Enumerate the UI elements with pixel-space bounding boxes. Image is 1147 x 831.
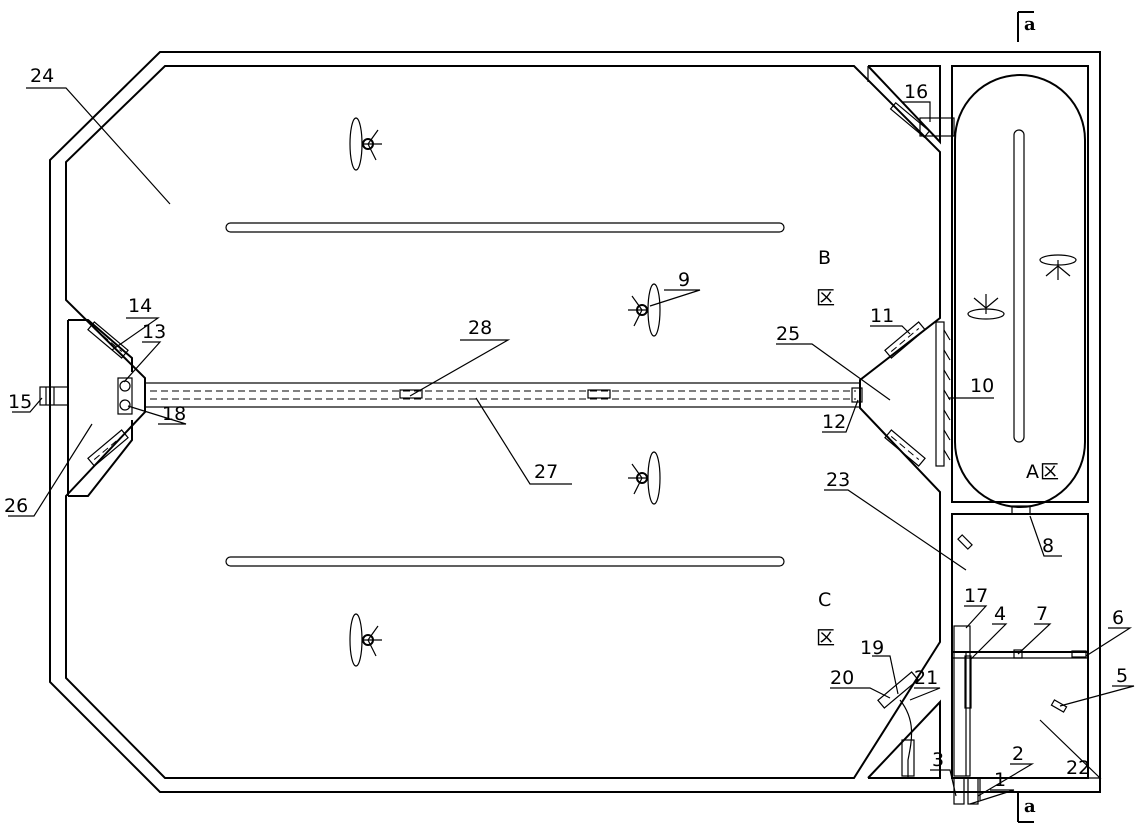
callout-11: 11 xyxy=(870,305,894,327)
section-mark-top: a xyxy=(1017,11,1036,42)
outlet-pipes-bottom xyxy=(953,777,981,805)
zone-b-qu: 区 xyxy=(816,287,835,309)
callout-4: 4 xyxy=(994,603,1006,625)
callout-7: 7 xyxy=(1036,603,1048,625)
sensor-23 xyxy=(957,534,973,550)
mixer-icon xyxy=(628,283,661,337)
zone-a-chamber xyxy=(951,65,1089,508)
pipe-16 xyxy=(919,117,955,137)
device-6 xyxy=(1071,650,1087,658)
central-channel xyxy=(144,382,863,408)
callout-14: 14 xyxy=(128,295,152,317)
callout-2: 2 xyxy=(1012,743,1024,765)
svg-text:a: a xyxy=(1024,14,1036,35)
zone-a-letter: A xyxy=(1026,461,1039,483)
left-inlet-chamber xyxy=(67,319,133,497)
svg-text:a: a xyxy=(1024,796,1036,817)
callout-18: 18 xyxy=(162,403,186,425)
mixer-icon xyxy=(628,451,661,505)
callout-22: 22 xyxy=(1066,757,1090,779)
callout-23: 23 xyxy=(826,469,850,491)
callout-10: 10 xyxy=(970,375,994,397)
device-4 xyxy=(964,655,972,709)
callout-9: 9 xyxy=(678,269,690,291)
zone-c-qu: 区 xyxy=(816,627,835,649)
callout-24: 24 xyxy=(30,65,54,87)
zone-b-letter: B xyxy=(818,247,831,269)
mixer-icon xyxy=(967,294,1005,320)
leader-lines xyxy=(8,87,1135,805)
top-right-small-chamber xyxy=(867,65,941,145)
callout-16: 16 xyxy=(904,81,928,103)
callout-8: 8 xyxy=(1042,535,1054,557)
callout-13: 13 xyxy=(142,321,166,343)
zone-c-letter: C xyxy=(818,589,831,611)
callout-12: 12 xyxy=(822,411,846,433)
callout-15: 15 xyxy=(8,391,32,413)
callout-26: 26 xyxy=(4,495,28,517)
callout-5: 5 xyxy=(1116,665,1128,687)
callout-1: 1 xyxy=(994,769,1006,791)
small-device-8 xyxy=(1011,505,1031,515)
inlet-pipe-15 xyxy=(39,386,69,406)
callout-25: 25 xyxy=(776,323,800,345)
callout-6: 6 xyxy=(1112,607,1124,629)
zone-c-right-chambers xyxy=(951,513,1089,779)
callout-19: 19 xyxy=(860,637,884,659)
sensor-5 xyxy=(1050,699,1068,713)
callout-labels: 24 14 13 15 18 26 28 27 9 11 25 12 10 16… xyxy=(4,65,1128,791)
mixer-icon xyxy=(1039,254,1077,280)
device-7 xyxy=(1013,649,1023,659)
callout-20: 20 xyxy=(830,667,854,689)
valves-13-18 xyxy=(117,377,133,415)
mixer-icon xyxy=(349,117,382,171)
callout-28: 28 xyxy=(468,317,492,339)
section-mark-bottom: a xyxy=(1017,792,1036,823)
diagonal-pipes xyxy=(87,101,931,709)
screen-grid xyxy=(935,321,951,467)
callout-21: 21 xyxy=(914,667,938,689)
callout-17: 17 xyxy=(964,585,988,607)
zone-a-qu: 区 xyxy=(1040,461,1059,483)
bent-pipe-20 xyxy=(899,699,913,778)
outer-tank-wall xyxy=(49,51,1101,793)
baffle-lower xyxy=(225,556,785,567)
baffle-upper xyxy=(225,222,785,233)
mixer-icon xyxy=(349,613,382,667)
bent-pipe-outlet xyxy=(901,739,915,777)
callout-27: 27 xyxy=(534,461,558,483)
callout-3: 3 xyxy=(932,749,944,771)
